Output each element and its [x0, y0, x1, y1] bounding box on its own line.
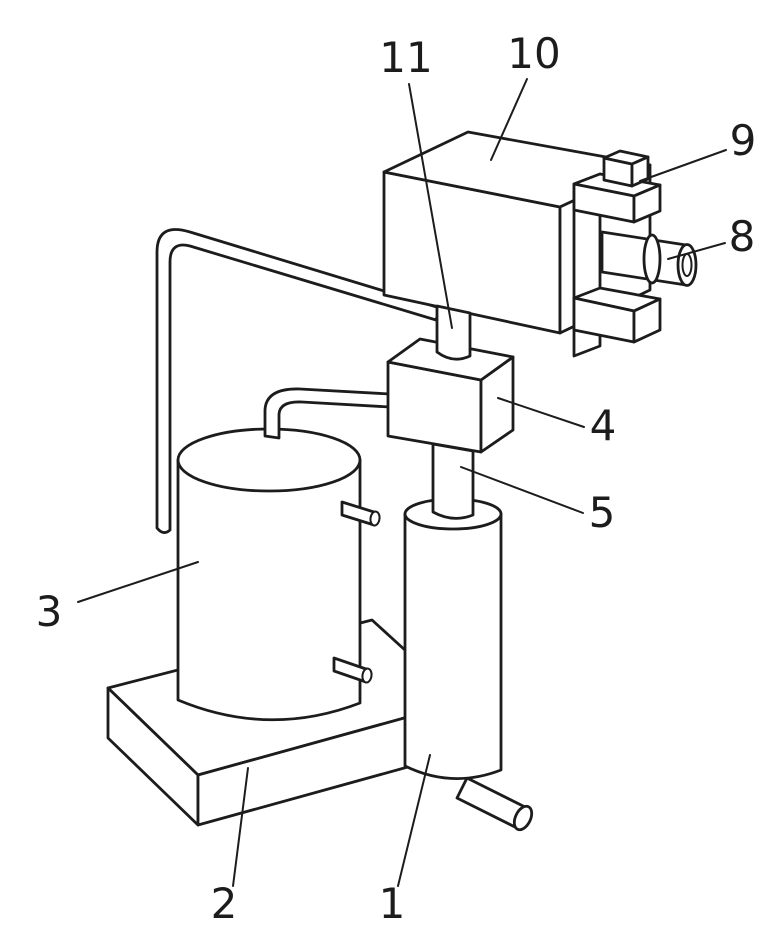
inlet-elbow-body	[263, 387, 392, 440]
tank-body	[176, 458, 362, 722]
drop-cylinder	[435, 304, 472, 361]
side-peg-upper-end	[369, 510, 381, 527]
column-cylinder	[403, 497, 503, 780]
clamp-lower-arm	[572, 286, 662, 344]
part-label-1: 1	[379, 879, 406, 928]
clamp-upper-arm-right	[632, 183, 662, 224]
part-label-4: 4	[590, 401, 617, 450]
part-labels: 11 10 9 8 4 5 3 2 1	[36, 29, 757, 928]
leader-line-4	[497, 397, 585, 428]
leader-line-5	[460, 466, 584, 514]
part-label-9: 9	[730, 116, 757, 165]
part-label-5: 5	[589, 488, 616, 537]
column-body	[403, 512, 503, 780]
leader-line-10	[490, 78, 528, 161]
side-peg-lower	[332, 656, 373, 684]
loop-pipe-body	[155, 228, 442, 534]
clamp-upper-arm	[572, 172, 662, 224]
clamp-lower-arm-right	[632, 297, 662, 344]
leader-line-2	[232, 767, 249, 887]
outlet-pipe-end	[512, 804, 534, 832]
leader-lines	[77, 78, 727, 887]
connector-cylinder	[431, 442, 475, 520]
tank-top-rim	[176, 427, 362, 493]
side-pipe-collar	[642, 233, 662, 285]
side-pipe	[600, 230, 698, 287]
part-label-3: 3	[36, 587, 63, 636]
side-peg-lower-end	[361, 667, 373, 684]
leader-line-1	[397, 754, 431, 887]
drop-cylinder-body	[435, 304, 472, 361]
leader-line-8	[667, 242, 726, 260]
leader-line-3	[77, 561, 199, 603]
outlet-pipe	[455, 776, 534, 832]
part-label-8: 8	[729, 212, 756, 261]
part-label-2: 2	[211, 879, 238, 928]
tank-cylinder	[176, 427, 381, 722]
part-label-11: 11	[379, 33, 432, 82]
part-label-10: 10	[507, 29, 560, 78]
side-peg-upper	[340, 500, 381, 527]
inlet-elbow-pipe	[263, 387, 392, 440]
connector-body	[431, 442, 475, 520]
side-pipe-end-face	[676, 243, 698, 287]
loop-pipe	[155, 228, 442, 534]
leader-line-11	[408, 83, 453, 329]
leader-line-9	[639, 149, 727, 182]
